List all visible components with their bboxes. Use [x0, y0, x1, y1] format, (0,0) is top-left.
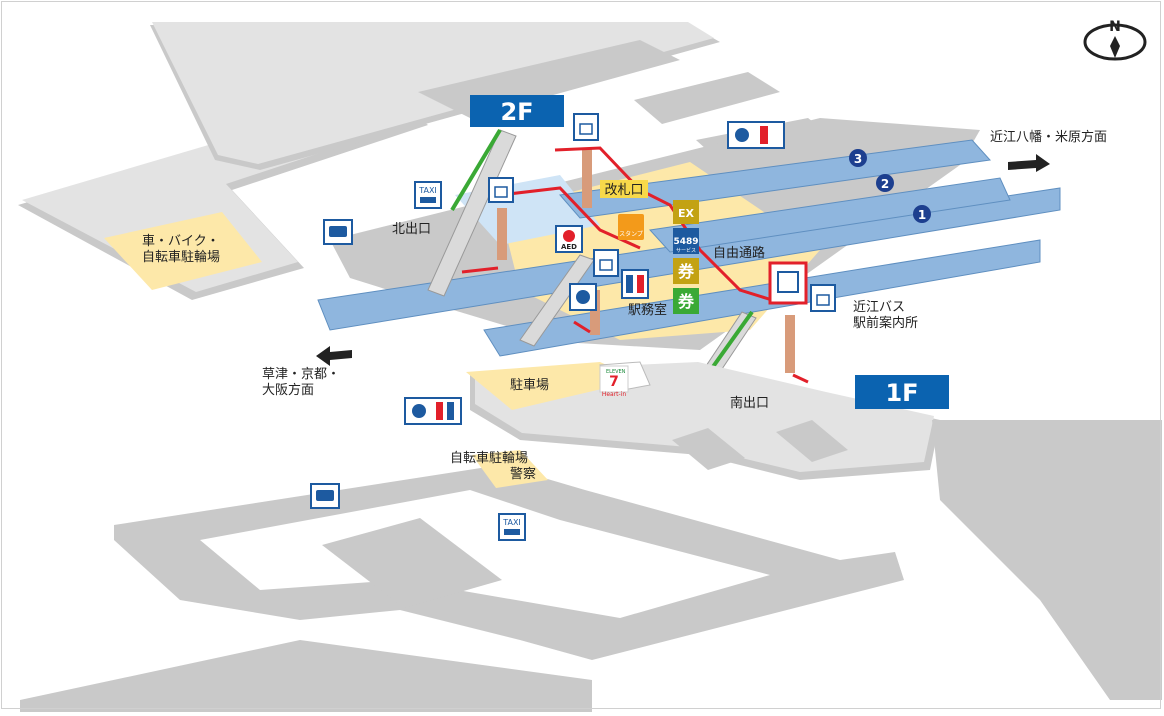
elevator-icon-1[interactable]: [488, 177, 514, 203]
ticket-gate-label: 改札口: [604, 183, 643, 198]
ticket-office-ex[interactable]: EX: [673, 200, 699, 224]
elevator-shafts: [497, 148, 795, 373]
text-labels: 近江八幡・米原方面 草津・京都・ 大阪方面 北出口 南出口 改札口 自由通路 駅…: [142, 129, 1107, 482]
compass-needle-icon: [1110, 36, 1120, 58]
accessible-icon-center[interactable]: [569, 283, 597, 311]
svg-text:TAXI: TAXI: [418, 186, 437, 195]
bus-info-label-2: 駅前案内所: [853, 315, 918, 331]
svg-text:券: 券: [677, 262, 695, 281]
parking-label: 駐車場: [510, 378, 549, 393]
svg-text:EX: EX: [678, 207, 695, 220]
elevator-shaft-4: [785, 315, 795, 373]
elevator-icon-4[interactable]: [810, 284, 836, 312]
svg-text:7: 7: [609, 374, 619, 390]
south-bus-island-2: [776, 420, 848, 462]
svg-text:サービス: サービス: [676, 247, 696, 254]
south-bike-parking-label: 自転車駐輪場: [450, 450, 528, 466]
accessible-restroom-icon-north[interactable]: [727, 121, 785, 149]
south-exit-label: 南出口: [730, 395, 769, 411]
svg-text:5489: 5489: [673, 237, 698, 247]
free-passage-label: 自由通路: [713, 245, 765, 261]
ticket-gate-badge: [600, 180, 648, 198]
svg-text:AED: AED: [561, 243, 577, 251]
compass: N: [1083, 19, 1147, 61]
floor-badge-1f-box: [855, 375, 949, 409]
station-office-label: 駅務室: [628, 302, 667, 318]
elevator-icon-3[interactable]: [593, 249, 619, 277]
svg-text:2: 2: [881, 177, 889, 191]
south-bottom-road: [20, 640, 592, 712]
south-area: [20, 361, 1162, 712]
platform-3: [559, 139, 991, 219]
direction-label-east: 近江八幡・米原方面: [990, 129, 1107, 145]
platform-badges: 3 2 1: [849, 149, 931, 223]
escalator-north: [450, 128, 502, 212]
ticket-machine-1[interactable]: 券: [673, 258, 699, 284]
police-label: 警察: [510, 466, 536, 482]
bus-info-label-1: 近江バス: [853, 300, 905, 315]
south-parking-area: [466, 362, 640, 410]
route-arrow-north: [461, 266, 499, 274]
svg-text:N: N: [1109, 19, 1121, 35]
svg-text:券: 券: [677, 292, 695, 311]
south-bus-island-1: [672, 428, 745, 470]
platform-badge-3: [849, 149, 867, 167]
north-bike-parking-label-2: 自転車駐輪場: [142, 249, 220, 265]
arrow-west: [316, 346, 352, 366]
south-bike-parking-area: [472, 450, 548, 488]
stamp-icon[interactable]: スタンプ: [618, 214, 644, 240]
restroom-icon: [760, 126, 768, 144]
north-bike-parking-area: [104, 212, 262, 290]
south-east-road: [932, 420, 1162, 700]
floor-badge-2f-box: [470, 95, 564, 127]
aed-icon[interactable]: AED: [555, 225, 583, 253]
elevator-shaft-3: [590, 290, 600, 335]
route-line-main: [554, 146, 773, 302]
elevator-shaft-1: [497, 208, 507, 260]
ticket-machine-2[interactable]: 券: [673, 288, 699, 314]
elevator-icon-2[interactable]: [573, 113, 599, 141]
route-arrow-center: [573, 320, 591, 334]
direction-arrows: [316, 154, 1050, 366]
north-exit-label: 北出口: [392, 222, 431, 237]
stairs-north-left: [427, 129, 517, 297]
platform-2: [648, 177, 1011, 253]
south-road-inner: [200, 490, 770, 618]
south-inner-block: [322, 518, 502, 608]
arrow-east: [1008, 154, 1050, 172]
bus-icon-north[interactable]: [323, 219, 353, 245]
direction-label-west-1: 草津・京都・: [262, 367, 340, 382]
taxi-icon-north[interactable]: TAXI: [414, 181, 442, 209]
wheelchair-icon-2: [576, 290, 590, 304]
wheelchair-icon-3: [412, 404, 426, 418]
route-arrow-south: [792, 373, 809, 384]
elevator-shaft-2: [582, 148, 592, 208]
restroom-icon-center[interactable]: [621, 269, 649, 299]
bus-icon-south[interactable]: [310, 483, 340, 509]
taxi-icon-south[interactable]: TAXI: [498, 513, 526, 541]
accessible-restroom-icon-south[interactable]: [404, 397, 462, 425]
service-5489-icon[interactable]: 5489 サービス: [673, 228, 699, 254]
platform-badge-1: [913, 205, 931, 223]
direction-label-west-2: 大阪方面: [262, 382, 314, 398]
svg-text:1F: 1F: [885, 379, 918, 407]
floor-badge-1f: 1F: [855, 375, 949, 409]
svg-text:TAXI: TAXI: [502, 518, 521, 527]
locker-icon-highlight[interactable]: [768, 261, 808, 305]
north-bike-parking-label-1: 車・バイク・: [142, 234, 219, 249]
wheelchair-icon: [735, 128, 749, 142]
svg-text:スタンプ: スタンプ: [619, 230, 643, 238]
svg-text:1: 1: [918, 208, 926, 222]
svg-text:2F: 2F: [500, 98, 533, 126]
platform-badge-2: [876, 174, 894, 192]
svg-text:3: 3: [854, 152, 862, 166]
svg-text:Heart-in: Heart-in: [602, 391, 627, 398]
seven-eleven-logo: ELEVEN 7 Heart-in: [599, 365, 629, 398]
north-small-block-2: [634, 72, 780, 124]
floor-badge-2f: 2F: [470, 95, 564, 127]
svg-text:ELEVEN: ELEVEN: [606, 369, 626, 375]
